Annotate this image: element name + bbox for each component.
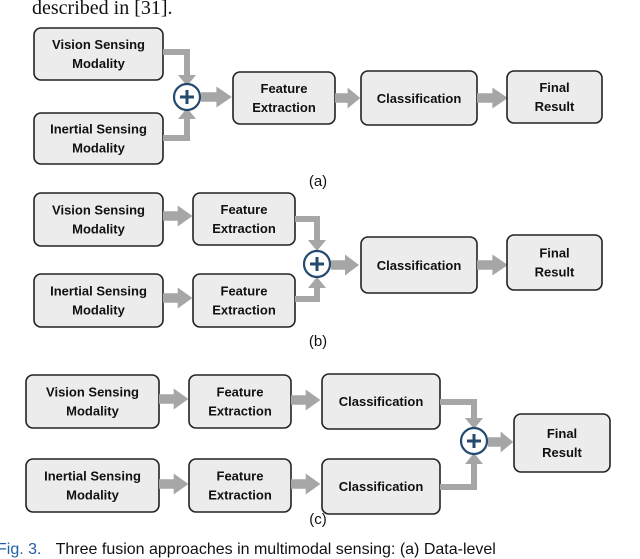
feature-extraction-top-box — [192, 192, 296, 246]
header-fragment: described in [31]. — [32, 0, 173, 19]
final-result-box — [513, 413, 611, 473]
classification-bottom-to-fusion-arrow — [440, 453, 483, 490]
fusion-node-b — [302, 249, 332, 279]
vision-to-fusion-arrow — [163, 49, 196, 86]
vision-to-feature-arrow — [163, 205, 193, 227]
label-line: Feature — [261, 81, 308, 96]
label-line: Feature — [221, 202, 268, 217]
fusion-to-classification-arrow — [331, 254, 359, 276]
fusion-node-a — [172, 82, 202, 112]
inertial-modality-box — [25, 458, 160, 513]
feature-extraction-box — [232, 71, 336, 125]
fusion-node-c — [459, 426, 489, 456]
label-line: Modality — [72, 222, 125, 237]
classification-to-final-arrow — [477, 87, 508, 109]
feature-top-to-classification-arrow — [291, 389, 321, 411]
label-line: Vision Sensing — [52, 37, 145, 52]
fusion-to-final-arrow — [488, 431, 514, 453]
label-line: Modality — [72, 303, 125, 318]
vision-modality-box — [33, 27, 164, 81]
fusion-to-feature-arrow — [201, 86, 232, 108]
vision-to-feature-arrow — [159, 388, 189, 410]
sublabel-c: (c) — [309, 511, 327, 528]
label-line: Feature — [221, 284, 268, 299]
label-line: Vision Sensing — [46, 385, 139, 400]
feature-bottom-to-fusion-arrow — [295, 277, 326, 302]
label-line: Extraction — [212, 303, 276, 318]
vision-modality-box — [25, 374, 160, 429]
inertial-to-fusion-arrow — [163, 108, 196, 141]
final-result-box — [506, 70, 603, 124]
label-line: Feature — [217, 385, 264, 400]
label-line: Final — [539, 246, 569, 261]
label-line: Inertial Sensing — [50, 284, 147, 299]
label-line: Modality — [66, 488, 119, 503]
classification-top-to-fusion-arrow — [440, 399, 483, 429]
label-line: Feature — [217, 469, 264, 484]
label-line: Extraction — [252, 100, 316, 115]
caption-text: Three fusion approaches in multimodal se… — [56, 541, 496, 558]
sublabel-a: (a) — [309, 173, 327, 190]
feature-bottom-to-classification-arrow — [291, 473, 321, 495]
label-line: Modality — [66, 404, 119, 419]
label-line: Final — [547, 426, 577, 441]
classification-label: Classification — [377, 258, 462, 273]
sublabel-b: (b) — [309, 333, 327, 350]
label-line: Result — [535, 265, 575, 280]
label-line: Inertial Sensing — [50, 122, 147, 137]
classification-label: Classification — [377, 91, 462, 106]
label-line: Vision Sensing — [52, 203, 145, 218]
vision-modality-box — [33, 192, 164, 247]
label-line: Inertial Sensing — [44, 469, 141, 484]
caption-prefix: Fig. 3. — [0, 541, 41, 558]
inertial-to-feature-arrow — [159, 473, 189, 495]
label-line: Extraction — [208, 488, 272, 503]
label-line: Extraction — [212, 221, 276, 236]
inertial-modality-box — [33, 273, 164, 328]
feature-extraction-bottom-box — [188, 458, 292, 513]
label-line: Extraction — [208, 404, 272, 419]
label-line: Final — [539, 80, 569, 95]
figure-caption: Fig. 3. Three fusion approaches in multi… — [0, 541, 496, 558]
label-line: Result — [542, 445, 582, 460]
final-result-box — [506, 234, 603, 291]
feature-top-to-fusion-arrow — [295, 216, 326, 251]
feature-extraction-bottom-box — [192, 273, 296, 328]
feature-to-classification-arrow — [335, 87, 361, 109]
label-line: Modality — [72, 141, 125, 156]
inertial-to-feature-arrow — [163, 287, 193, 309]
classification-bottom-label: Classification — [339, 479, 424, 494]
feature-extraction-top-box — [188, 374, 292, 429]
label-line: Modality — [72, 56, 125, 71]
label-line: Result — [535, 99, 575, 114]
classification-to-final-arrow — [477, 254, 508, 276]
classification-top-label: Classification — [339, 394, 424, 409]
